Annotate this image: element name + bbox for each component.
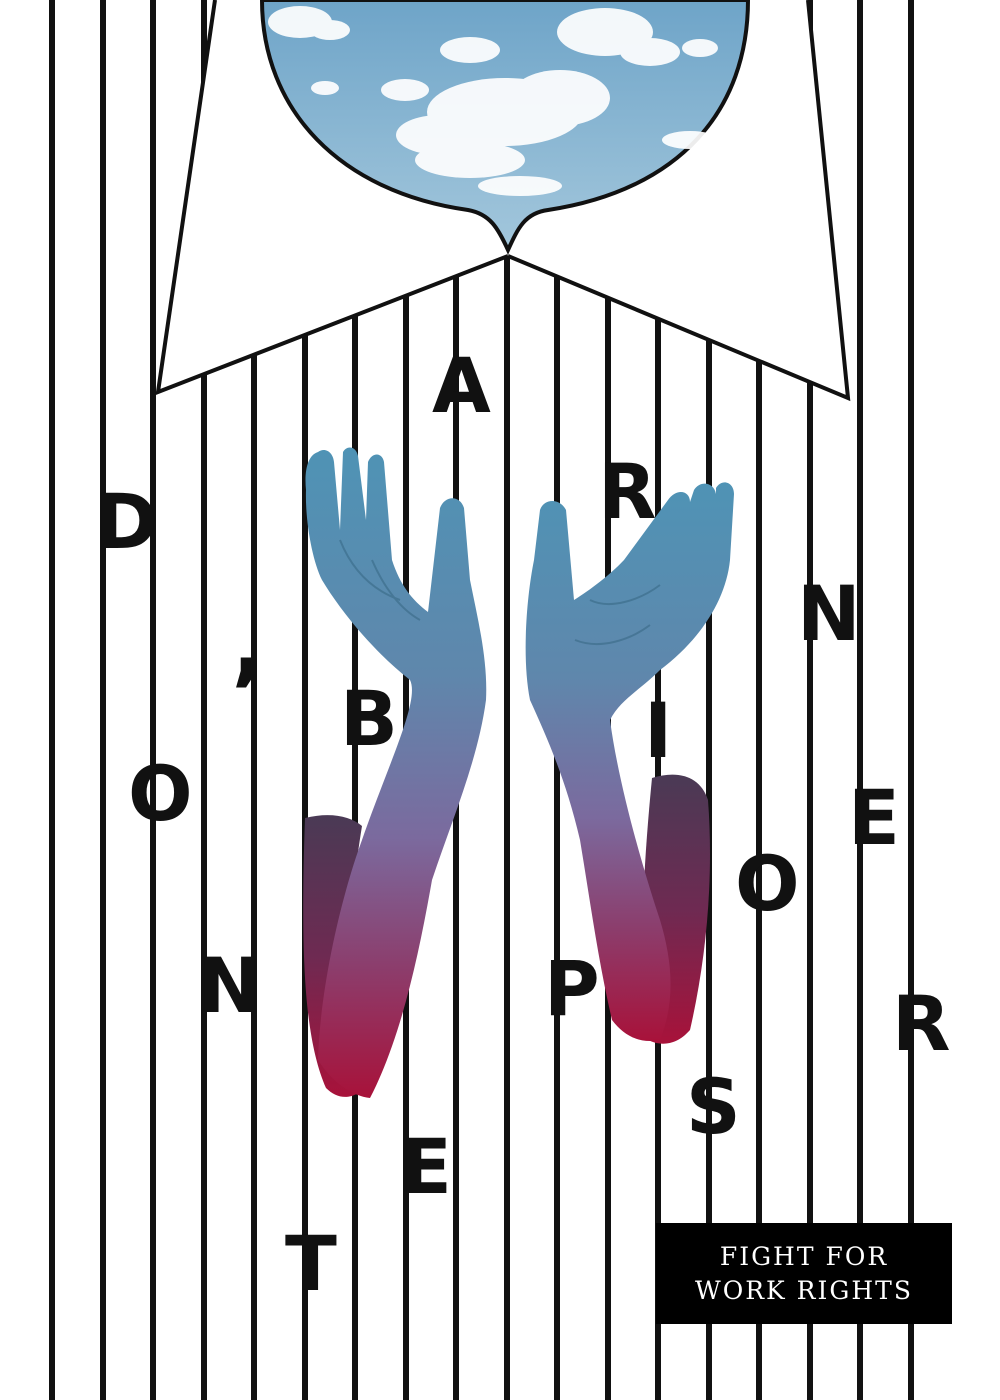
letter-s: S (686, 1062, 741, 1151)
letter-e-right: E (848, 773, 900, 862)
letter-o: O (128, 749, 193, 838)
letter-o-right: O (735, 839, 800, 928)
slogan-line-2: WORK RIGHTS (695, 1275, 913, 1305)
slogan-line-1: FIGHT FOR (719, 1241, 889, 1271)
letter-n-left: N (198, 941, 262, 1030)
letter-a: A (432, 341, 491, 430)
letter-d: D (95, 477, 158, 566)
letter-t: T (285, 1219, 337, 1308)
letter-p: P (544, 944, 600, 1033)
letter-n-right: N (797, 569, 861, 658)
letter-b: B (340, 674, 398, 763)
sky-window (259, 0, 751, 255)
letter-e-bottom: E (400, 1122, 452, 1211)
scattered-letters: D ’ O N B T E A R N I E O P R S (95, 341, 951, 1308)
slogan-banner: FIGHT FOR WORK RIGHTS (656, 1223, 952, 1324)
letter-r-top: R (598, 447, 657, 536)
cloud-shapes (268, 6, 718, 196)
letter-i: I (644, 686, 672, 775)
letter-r-bottom: R (892, 979, 951, 1068)
hands-figure (303, 447, 734, 1099)
letter-apostrophe: ’ (230, 639, 266, 751)
